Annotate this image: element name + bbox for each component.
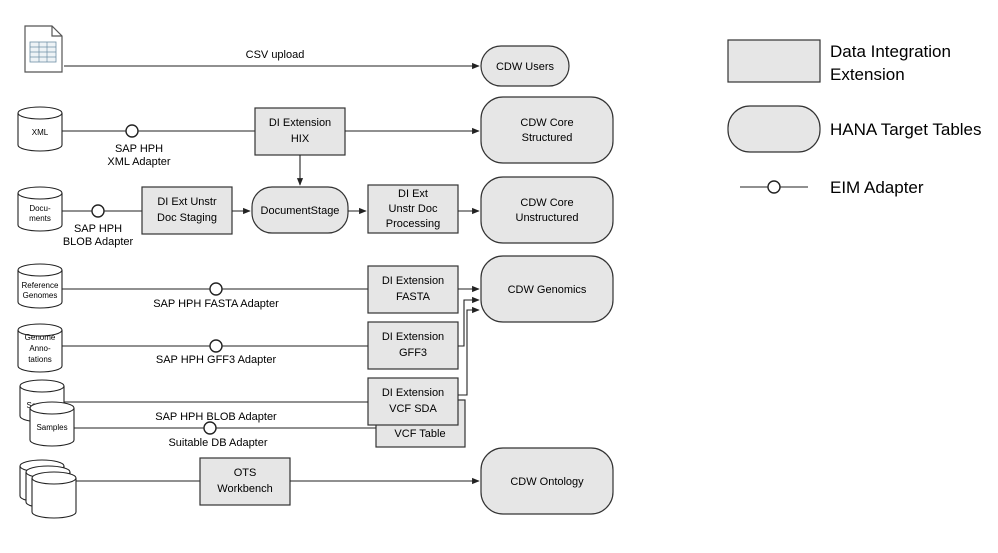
- legend-hana-label: HANA Target Tables: [830, 120, 982, 139]
- eim-adapter-blob-docs: [91, 204, 105, 218]
- ots-label-2: Workbench: [217, 483, 272, 495]
- edge-label-blob-docs-2: BLOB Adapter: [63, 236, 134, 248]
- ots-label-1: OTS: [234, 467, 257, 479]
- legend-di-extension-swatch: [727, 39, 821, 83]
- di-extension-fasta: [367, 265, 459, 314]
- target-core-unstructured-label-1: CDW Core: [520, 197, 573, 209]
- di-processing-label-1: DI Ext: [398, 188, 428, 200]
- di-processing-label-3: Processing: [386, 218, 440, 230]
- eim-adapter-db: [203, 421, 217, 435]
- di-extension-hix: [254, 107, 346, 156]
- source-xml-label: XML: [32, 128, 49, 137]
- target-core-structured-label-2: Structured: [522, 132, 573, 144]
- ontology-source-cylinders: [19, 459, 77, 519]
- target-cdw-ontology: [480, 447, 614, 515]
- samples-front-cylinder: [29, 401, 75, 447]
- di-ext-unstr-doc-processing: [367, 184, 459, 234]
- di-gff3-label-1: DI Extension: [382, 331, 444, 343]
- vcf-table-label: VCF Table: [394, 428, 445, 440]
- di-fasta-label-1: DI Extension: [382, 275, 444, 287]
- edge-label-db-adapter: Suitable DB Adapter: [168, 437, 267, 449]
- target-core-unstructured-label-2: Unstructured: [516, 212, 579, 224]
- di-staging-label-2: Doc Staging: [157, 212, 217, 224]
- target-cdw-ontology-label: CDW Ontology: [510, 476, 584, 488]
- source-documents-label-2: ments: [29, 214, 51, 223]
- legend-di-extension-label-2: Extension: [830, 65, 905, 84]
- target-documentstage-label: DocumentStage: [261, 205, 340, 217]
- documents-source-cylinder: [17, 186, 63, 232]
- edge-label-xml-1: SAP HPH: [115, 143, 163, 155]
- di-fasta-label-2: FASTA: [396, 291, 431, 303]
- legend-di-extension-label-1: Data Integration: [830, 42, 951, 61]
- target-cdw-genomics-label: CDW Genomics: [508, 284, 587, 296]
- source-samples-label: Samples: [36, 423, 67, 432]
- eim-adapter-xml: [125, 124, 139, 138]
- genome-annotations-cylinder: [17, 323, 63, 373]
- di-hix-label-1: DI Extension: [269, 117, 331, 129]
- source-reference-genomes-label-1: Reference: [22, 281, 59, 290]
- source-genome-annotations-label-1: Genome: [25, 333, 56, 342]
- xml-source-cylinder: [17, 106, 63, 152]
- eim-adapter-gff3: [209, 339, 223, 353]
- di-staging-label-1: DI Ext Unstr: [157, 196, 217, 208]
- source-reference-genomes-label-2: Genomes: [23, 291, 58, 300]
- target-core-structured-label-1: CDW Core: [520, 117, 573, 129]
- edge-label-csv-upload: CSV upload: [246, 49, 305, 61]
- target-cdw-core-structured: [480, 96, 614, 164]
- di-vcf-sda-label-1: DI Extension: [382, 387, 444, 399]
- edge-label-blob-docs-1: SAP HPH: [74, 223, 122, 235]
- legend-eim-label: EIM Adapter: [830, 178, 924, 197]
- edge-label-fasta-adapter: SAP HPH FASTA Adapter: [153, 298, 279, 310]
- legend-eim-circle: [767, 180, 781, 194]
- reference-genomes-cylinder: [17, 263, 63, 309]
- source-documents-label-1: Docu-: [29, 204, 51, 213]
- target-cdw-core-unstructured: [480, 176, 614, 244]
- di-processing-label-2: Unstr Doc: [389, 203, 438, 215]
- di-ext-unstr-doc-staging: [141, 186, 233, 235]
- di-vcf-sda-label-2: VCF SDA: [389, 403, 437, 415]
- ots-workbench: [199, 457, 291, 506]
- edge-label-blob-samples: SAP HPH BLOB Adapter: [155, 411, 277, 423]
- source-genome-annotations-label-3: tations: [28, 355, 52, 364]
- edge-label-xml-2: XML Adapter: [107, 156, 171, 168]
- target-cdw-genomics: [480, 255, 614, 323]
- edge-label-gff3-adapter: SAP HPH GFF3 Adapter: [156, 354, 277, 366]
- target-cdw-users-label: CDW Users: [496, 61, 555, 73]
- source-genome-annotations-label-2: Anno-: [29, 344, 51, 353]
- csv-file-icon: [24, 25, 63, 73]
- edge-gff3-to-genomics: [458, 296, 480, 347]
- target-cdw-users: [480, 45, 570, 87]
- eim-adapter-fasta: [209, 282, 223, 296]
- target-documentstage: [251, 186, 349, 234]
- di-extension-gff3: [367, 321, 459, 370]
- di-gff3-label-2: GFF3: [399, 347, 427, 359]
- di-hix-label-2: HIX: [291, 133, 310, 145]
- edge-vcf-to-genomics: [458, 306, 480, 396]
- legend-hana-swatch: [727, 105, 821, 153]
- legend: Data Integration Extension HANA Target T…: [727, 39, 982, 197]
- di-extension-vcf-sda: [367, 377, 459, 426]
